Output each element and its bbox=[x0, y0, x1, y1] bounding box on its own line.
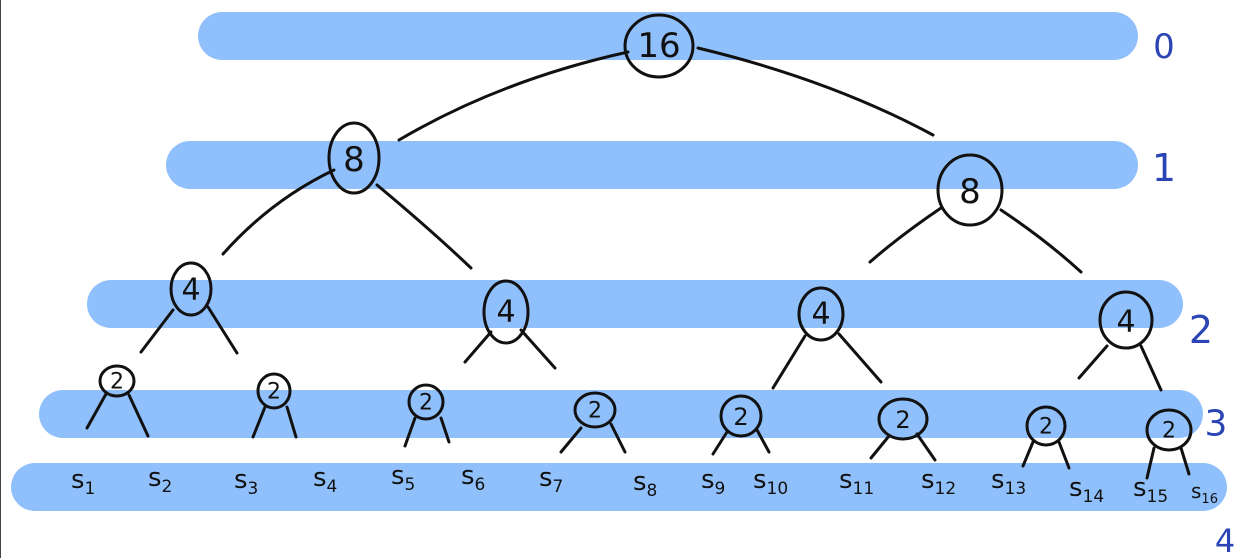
edge bbox=[463, 330, 493, 364]
edge bbox=[771, 334, 807, 390]
node-circle bbox=[327, 121, 381, 195]
leaf-label: s6 bbox=[461, 461, 485, 495]
leaf-label: s15 bbox=[1133, 473, 1168, 507]
edge bbox=[609, 422, 627, 454]
level-numbers: 0 1 2 3 4 bbox=[1152, 27, 1235, 558]
edge bbox=[1057, 440, 1071, 470]
edge bbox=[403, 416, 417, 448]
edge bbox=[1179, 446, 1191, 476]
edge bbox=[755, 428, 771, 454]
leaf-label: s12 bbox=[921, 465, 956, 499]
edge bbox=[868, 206, 943, 264]
leaf-label: s1 bbox=[71, 465, 95, 499]
edge bbox=[139, 308, 175, 354]
leaf-labels: s1 s2 s3 s4 s5 s6 s7 s8 s9 s10 s11 s12 s… bbox=[71, 461, 1218, 507]
leaf-label: s10 bbox=[753, 465, 788, 499]
leaf-label: s5 bbox=[391, 461, 415, 495]
edge bbox=[915, 432, 937, 462]
edge bbox=[869, 434, 891, 460]
edge bbox=[999, 208, 1083, 274]
leaf-label: s16 bbox=[1191, 479, 1218, 507]
node-label: 4 bbox=[811, 297, 830, 332]
node-circle bbox=[169, 261, 213, 317]
level-band-1 bbox=[166, 141, 1138, 189]
edge bbox=[696, 46, 935, 137]
edge bbox=[1021, 440, 1035, 468]
edge bbox=[375, 183, 473, 270]
node-circle bbox=[877, 397, 929, 441]
edge bbox=[439, 416, 451, 444]
level-number: 2 bbox=[1189, 308, 1213, 352]
node-label: 2 bbox=[1039, 415, 1053, 440]
level-number: 1 bbox=[1152, 146, 1176, 190]
edge bbox=[1145, 446, 1156, 480]
edge bbox=[559, 426, 583, 454]
edge bbox=[1139, 344, 1163, 392]
edge bbox=[1077, 344, 1109, 380]
edge bbox=[519, 328, 557, 370]
edge bbox=[397, 50, 630, 142]
node-labels: 16 8 8 4 4 4 4 2 2 2 2 2 2 2 2 bbox=[110, 26, 1176, 444]
level-band-0 bbox=[198, 12, 1138, 60]
level-band-2 bbox=[87, 280, 1183, 328]
leaf-label: s2 bbox=[148, 463, 172, 497]
leaf-label: s14 bbox=[1069, 473, 1104, 507]
leaf-label: s8 bbox=[633, 467, 657, 501]
level-number: 0 bbox=[1153, 27, 1175, 67]
edge bbox=[285, 405, 298, 439]
node-circle bbox=[573, 391, 617, 429]
node-label: 8 bbox=[959, 172, 981, 212]
node-label: 2 bbox=[110, 370, 124, 395]
tree-edges bbox=[85, 46, 1191, 480]
node-label: 16 bbox=[637, 26, 680, 66]
level-number: 4 bbox=[1215, 522, 1235, 558]
node-label: 8 bbox=[343, 140, 365, 180]
node-label: 2 bbox=[588, 399, 602, 424]
edge bbox=[837, 332, 883, 384]
node-label: 2 bbox=[419, 391, 433, 416]
level-band-3 bbox=[39, 390, 1203, 438]
edge bbox=[251, 405, 267, 439]
node-label: 2 bbox=[895, 406, 910, 434]
edge bbox=[221, 168, 336, 256]
node-circle bbox=[482, 279, 530, 345]
edge bbox=[711, 430, 729, 456]
node-circle bbox=[407, 383, 445, 421]
leaf-label: s9 bbox=[701, 465, 725, 499]
node-circle bbox=[936, 153, 1004, 227]
edge bbox=[127, 393, 150, 438]
node-circle bbox=[1145, 408, 1193, 452]
leaf-label: s3 bbox=[234, 465, 258, 499]
leaf-label: s11 bbox=[839, 465, 874, 499]
node-circle bbox=[98, 364, 136, 398]
node-label: 2 bbox=[267, 380, 281, 405]
node-circle bbox=[1098, 290, 1154, 350]
node-circle bbox=[797, 286, 845, 342]
level-band-4 bbox=[11, 463, 1227, 511]
node-label: 2 bbox=[733, 403, 748, 431]
level-number: 3 bbox=[1205, 404, 1228, 445]
node-label: 4 bbox=[1116, 305, 1135, 340]
leaf-label: s4 bbox=[313, 463, 337, 497]
node-circle bbox=[256, 372, 292, 410]
leaf-label: s7 bbox=[539, 463, 563, 497]
node-label: 4 bbox=[496, 295, 515, 330]
edge bbox=[206, 305, 239, 355]
node-circle bbox=[1025, 405, 1067, 447]
node-label: 2 bbox=[1162, 419, 1176, 444]
edge bbox=[85, 392, 108, 430]
leaf-label: s13 bbox=[991, 465, 1026, 499]
node-circle bbox=[719, 394, 763, 438]
node-circle bbox=[623, 13, 695, 79]
node-label: 4 bbox=[181, 273, 200, 308]
tree-nodes bbox=[98, 13, 1193, 452]
